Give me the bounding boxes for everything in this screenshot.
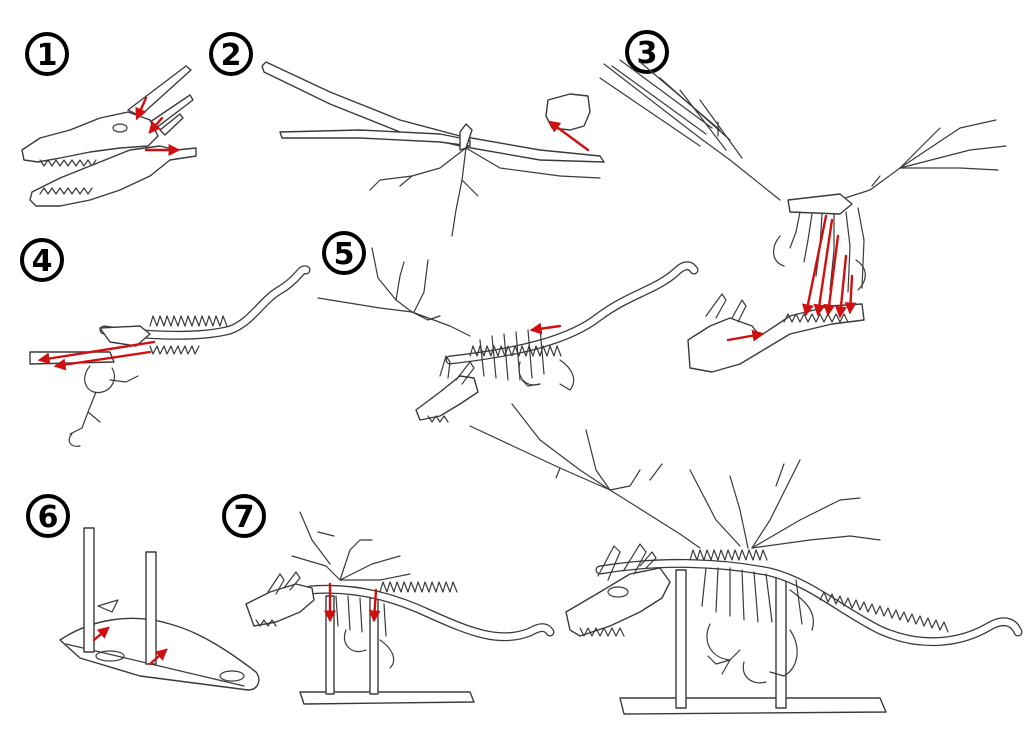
step-4-number: 4 [32, 244, 53, 279]
step-3-illustration [599, 59, 1007, 373]
step-4-badge: 4 [20, 238, 64, 282]
final-dragon-illustration [469, 403, 1023, 715]
step-3-badge: 3 [625, 30, 669, 74]
step-7-illustration [245, 511, 555, 705]
step-5-number: 5 [334, 237, 355, 272]
step-7-badge: 7 [222, 494, 266, 538]
step-1-number: 1 [37, 38, 58, 73]
step-4-illustration [29, 265, 311, 447]
step-2-badge: 2 [209, 32, 253, 76]
step-1-head-illustration [21, 65, 197, 207]
step-2-wing-illustration [261, 61, 605, 237]
step-6-badge: 6 [26, 494, 70, 538]
step-6-illustration [59, 527, 260, 691]
step-5-badge: 5 [322, 231, 366, 275]
step-5-illustration [317, 247, 699, 423]
step-2-number: 2 [221, 38, 242, 73]
step-3-number: 3 [637, 36, 658, 71]
step-1-badge: 1 [25, 32, 69, 76]
step-7-number: 7 [234, 500, 255, 535]
step-6-number: 6 [38, 500, 59, 535]
